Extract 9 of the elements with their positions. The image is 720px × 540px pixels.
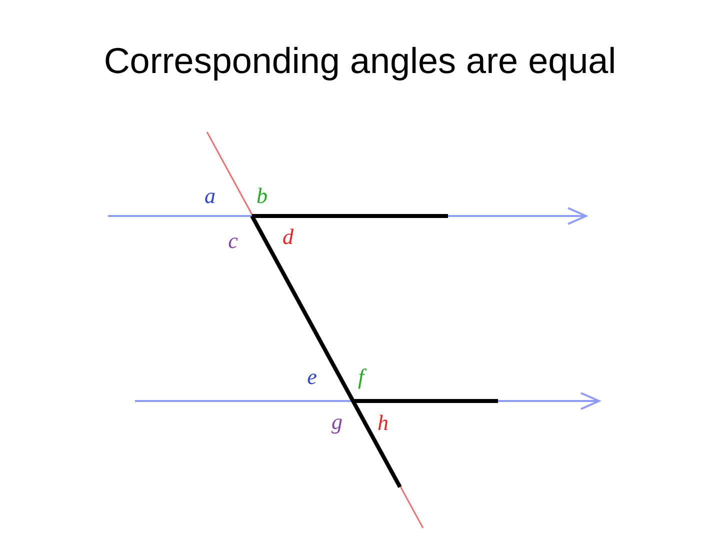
angle-label: g bbox=[332, 411, 342, 433]
angle-label: d bbox=[282, 226, 294, 248]
angle-label: b bbox=[256, 185, 268, 207]
angle-label: e bbox=[307, 366, 317, 388]
angle-label: f bbox=[358, 366, 364, 388]
angle-label: a bbox=[204, 185, 216, 207]
angle-label: c bbox=[228, 230, 238, 252]
angle-label: h bbox=[378, 412, 388, 434]
title: Corresponding angles are equal bbox=[102, 40, 618, 82]
